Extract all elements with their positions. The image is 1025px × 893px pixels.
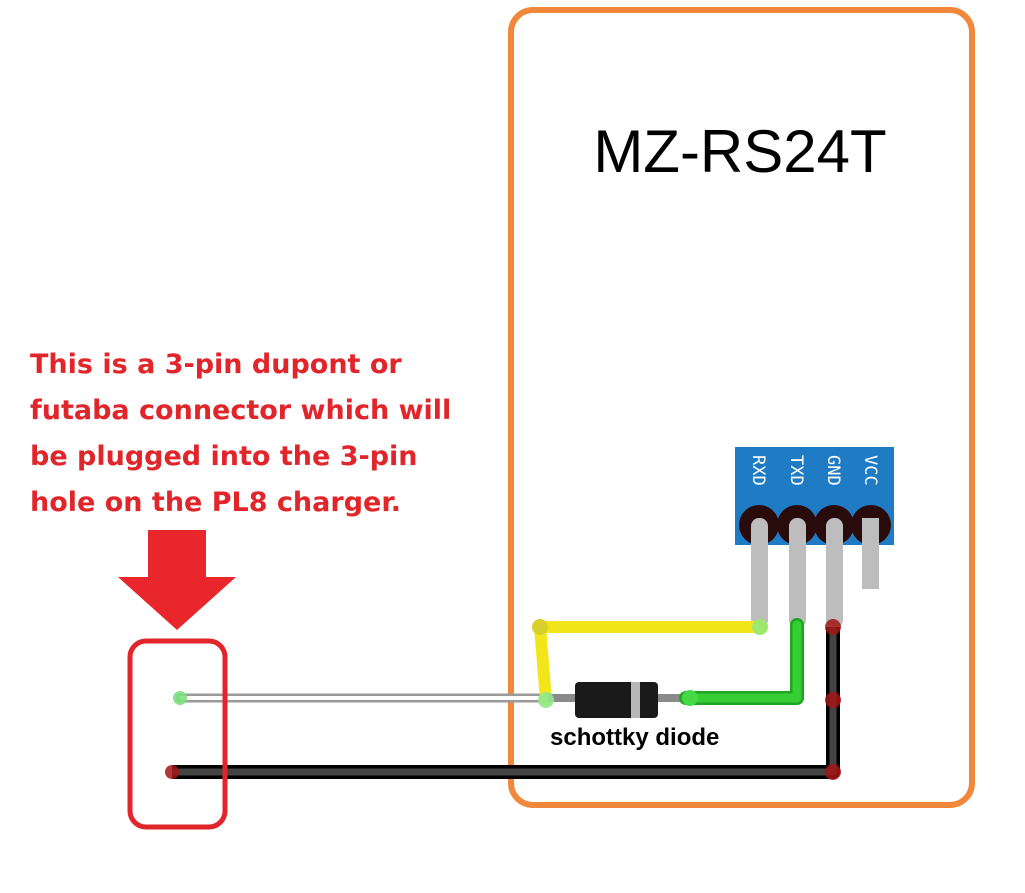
header-pins: [751, 518, 879, 628]
svg-text:This is a 3-pin dupont or: This is a 3-pin dupont or: [30, 349, 402, 380]
pin-label-vcc: VCC: [860, 455, 880, 486]
pin-label-txd: TXD: [786, 455, 806, 486]
schottky-diode: [575, 682, 658, 718]
diode-label: schottky diode: [550, 724, 719, 751]
svg-text:hole on the PL8 charger.: hole on the PL8 charger.: [30, 487, 401, 518]
connector-highlight: [127, 638, 228, 830]
diode-band: [631, 682, 640, 718]
pin-label-rxd: RXD: [748, 455, 768, 486]
down-arrow-icon: [118, 530, 236, 630]
module-outline: [508, 7, 975, 808]
pin-label-gnd: GND: [823, 455, 843, 486]
module-title: MZ-RS24T: [593, 118, 886, 185]
pin-labels: RXD TXD GND VCC: [748, 455, 880, 486]
connector-note: This is a 3-pin dupont or futaba connect…: [30, 349, 451, 518]
svg-text:futaba connector which will: futaba connector which will: [30, 395, 451, 426]
wire-endpoints: [165, 619, 841, 780]
svg-text:be plugged into the 3-pin: be plugged into the 3-pin: [30, 441, 418, 472]
tx-wire: [679, 618, 804, 705]
